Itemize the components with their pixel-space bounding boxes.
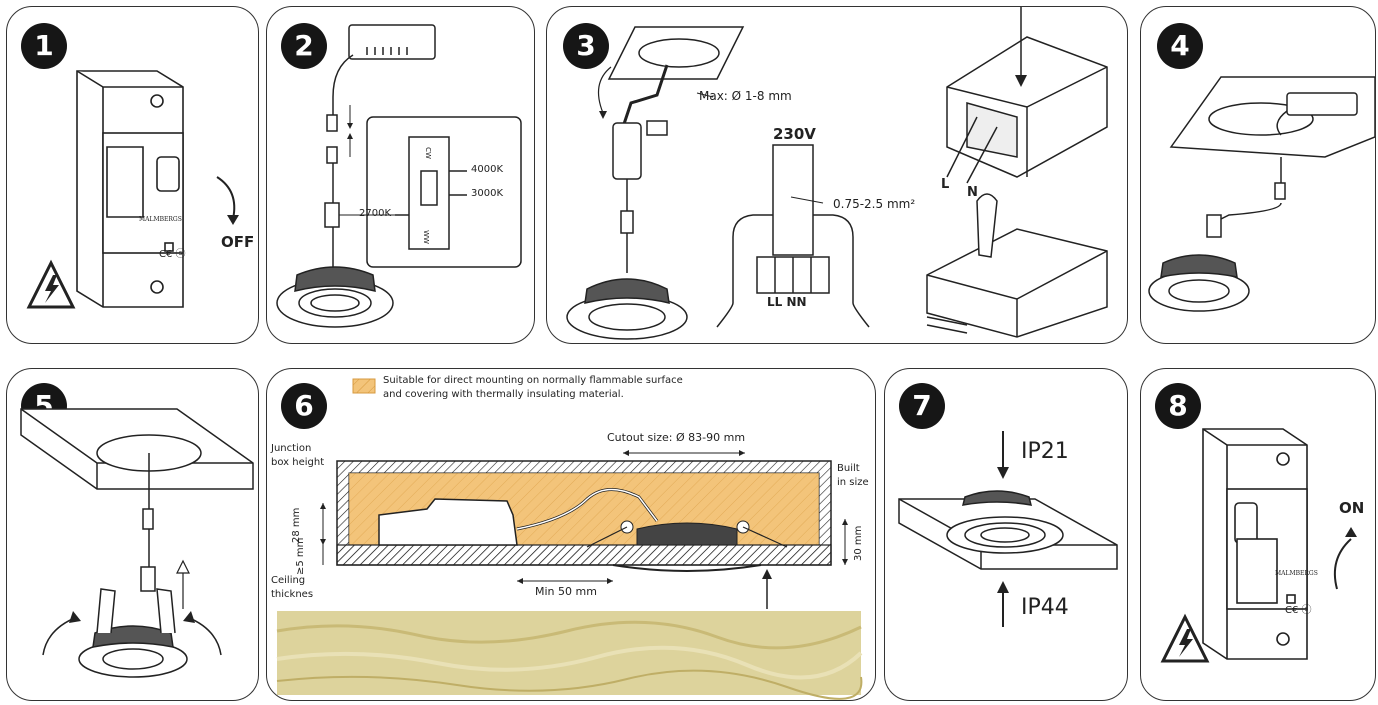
step-3-panel: 3: [546, 6, 1128, 344]
step-number-badge: 2: [281, 23, 327, 69]
max-cable-label: Max: Ø 1-8 mm: [699, 89, 792, 103]
step-number-badge: 6: [281, 383, 327, 429]
ceiling-thickness-label-1: Ceiling: [271, 575, 306, 586]
terminal-label: LL NN: [767, 295, 807, 309]
ww-label: WW: [421, 230, 430, 244]
built-in-size-label-1: Built: [837, 463, 860, 474]
cct-2700k-label: 2700K: [359, 208, 392, 219]
insert-luminaire-illustration: [20, 408, 254, 678]
circuit-breaker-off-illustration: MALMBERGS C€ ⓢ: [26, 70, 239, 309]
neutral-wire-label: N: [967, 185, 978, 200]
svg-text:MALMBERGS: MALMBERGS: [1275, 570, 1318, 577]
wire-area-label: 0.75-2.5 mm²: [833, 197, 916, 211]
step-2-panel: 2: [266, 6, 535, 344]
off-label: OFF: [221, 233, 255, 251]
electric-hazard-icon: [1160, 613, 1210, 663]
step-5-panel: 5: [6, 368, 259, 701]
step-number-badge: 3: [563, 23, 609, 69]
legend-text-line-1: Suitable for direct mounting on normally…: [383, 375, 683, 386]
min-50mm-label: Min 50 mm: [535, 585, 597, 598]
ip21-label: IP21: [1021, 439, 1069, 464]
electric-hazard-icon: [26, 259, 76, 309]
height-30mm-label: 30 mm: [853, 525, 864, 561]
step-number-badge: 8: [1155, 383, 1201, 429]
flammable-surface-legend-swatch: [352, 378, 376, 394]
step-number-badge: 1: [21, 23, 67, 69]
on-label: ON: [1339, 499, 1365, 517]
voltage-label: 230V: [773, 125, 816, 143]
svg-text:C€ ⓢ: C€ ⓢ: [159, 248, 186, 260]
ip-rating-illustration: [898, 431, 1118, 627]
live-wire-label: L: [941, 177, 950, 192]
driver-in-ceiling-illustration: [1148, 76, 1375, 312]
step-6-panel: 6: [266, 368, 876, 701]
cutout-size-label: Cutout size: Ø 83-90 mm: [607, 431, 746, 444]
ceiling-thickness-label-2: thicknes: [271, 589, 314, 600]
ip44-label: IP44: [1021, 595, 1069, 620]
cct-3000k-label: 3000K: [471, 188, 504, 199]
circuit-breaker-on-illustration: MALMBERGS C€ ⓢ: [1160, 428, 1357, 663]
breaker-brand-text: MALMBERGS: [139, 216, 182, 223]
step-1-panel: 1 MALMBERGS C€ ⓢ OFF: [6, 6, 259, 344]
legend-text-line-2: and covering with thermally insulating m…: [383, 389, 624, 400]
mounting-cross-section-diagram: [276, 378, 863, 700]
junction-box-label-1: Junction: [271, 443, 312, 454]
step-8-panel: 8 MALMBERGS C€ ⓢ ON: [1140, 368, 1376, 701]
cw-label: CW: [423, 147, 432, 159]
ceiling-min-5mm-label: ≥5 mm: [295, 537, 306, 575]
driver-cct-illustration: [276, 24, 522, 328]
built-in-size-label-2: in size: [837, 477, 869, 488]
wiring-illustration: [566, 7, 1108, 340]
step-4-panel: 4: [1140, 6, 1376, 344]
step-7-panel: 7 IP21 IP44: [884, 368, 1128, 701]
step-number-badge: 7: [899, 383, 945, 429]
step-number-badge: 4: [1157, 23, 1203, 69]
svg-text:C€ ⓢ: C€ ⓢ: [1285, 604, 1312, 616]
cct-4000k-label: 4000K: [471, 164, 504, 175]
junction-box-label-2: box height: [271, 457, 325, 468]
